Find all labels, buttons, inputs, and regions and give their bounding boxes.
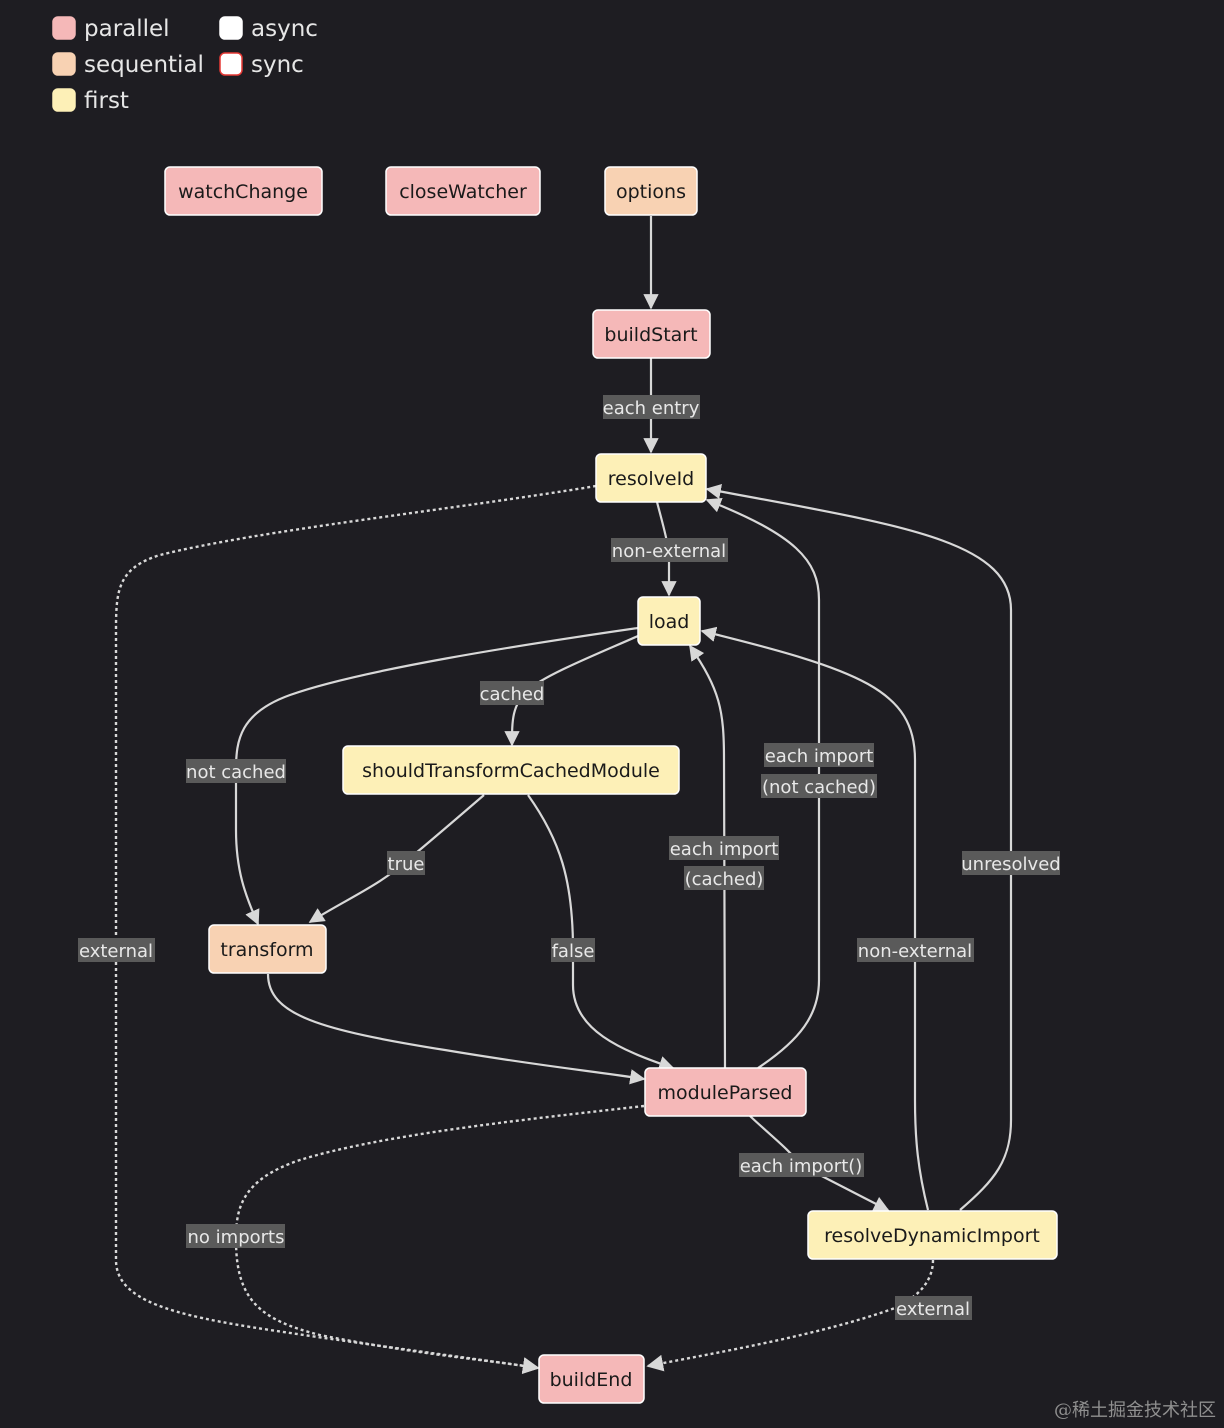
node-box (592, 309, 711, 359)
node-watchchange: watchChange (164, 166, 323, 216)
node-label: load (649, 611, 690, 633)
node-box (164, 166, 323, 216)
legend-label-sequential: sequential (84, 52, 204, 78)
node-box (595, 453, 707, 503)
node-label: moduleParsed (658, 1082, 793, 1104)
node-label: resolveId (608, 468, 694, 490)
node-options: options (604, 166, 698, 216)
edge-label-bg (764, 743, 874, 767)
node-box (208, 924, 327, 974)
node-box (644, 1067, 807, 1117)
node-resolvedynamicimport: resolveDynamicImport (807, 1210, 1058, 1260)
edge-label-bg (962, 851, 1060, 875)
edge-label-bg (480, 681, 544, 705)
node-label: buildStart (604, 324, 697, 346)
edge-label-bg (684, 866, 764, 890)
edge-label-non-external-dynamic: non-external (858, 941, 972, 962)
legend-swatch-first (52, 88, 76, 112)
edge-label-not-cached-paren: (not cached) (762, 777, 876, 798)
node-box (385, 166, 541, 216)
edge-label-no-imports: no imports (188, 1227, 285, 1248)
edge-label-bg (739, 1153, 864, 1177)
edge-shouldtransform-moduleparsed (527, 794, 675, 1071)
edge-load-transform (234, 626, 639, 926)
edge-label-external-resolve: external (79, 941, 153, 962)
edge-label-each-import-cached: each import (670, 839, 779, 860)
watermark: @稀土掘金技术社区 (1054, 1400, 1216, 1421)
legend: parallel sequential first async sync (52, 16, 318, 114)
node-label: options (616, 181, 686, 203)
node-closewatcher: closeWatcher (385, 166, 541, 216)
node-box (604, 166, 698, 216)
edge-resolveid-buildend (114, 484, 597, 1375)
edge-label-bg (611, 538, 728, 562)
legend-label-first: first (84, 88, 129, 114)
node-buildstart: buildStart (592, 309, 711, 359)
edge-moduleparsed-buildend (234, 1104, 645, 1374)
edge-resolvedynamic-load (700, 626, 930, 1211)
edge-label-true: true (388, 854, 425, 875)
node-buildend: buildEnd (538, 1354, 645, 1404)
node-box (637, 596, 701, 646)
edge-resolvedynamic-buildend (646, 1259, 935, 1372)
node-shouldtransformcachedmodule: shouldTransformCachedModule (342, 745, 680, 795)
node-label: shouldTransformCachedModule (362, 760, 660, 782)
nodes: watchChange closeWatcher options buildSt… (164, 166, 1058, 1404)
edge-labels: each entry non-external cached not cache… (78, 395, 1061, 1320)
edge-label-each-dynamic-import: each import() (740, 1156, 863, 1177)
node-box (538, 1354, 645, 1404)
node-label: buildEnd (550, 1369, 633, 1391)
legend-label-async: async (251, 16, 318, 42)
edge-label-bg (78, 938, 155, 962)
edge-label-each-import-not-cached: each import (765, 746, 874, 767)
legend-swatch-sync (219, 52, 243, 76)
legend-swatch-async (219, 16, 243, 40)
edge-label-bg (186, 759, 286, 783)
node-box (807, 1210, 1058, 1260)
edge-label-external-dynamic: external (896, 1299, 970, 1320)
edge-label-cached-paren: (cached) (685, 869, 764, 890)
legend-label-parallel: parallel (84, 16, 170, 42)
edge-transform-moduleparsed (266, 973, 646, 1085)
edge-label-bg (895, 1296, 972, 1320)
node-moduleparsed: moduleParsed (644, 1067, 807, 1117)
edge-label-each-entry: each entry (603, 398, 700, 419)
node-load: load (637, 596, 701, 646)
legend-label-sync: sync (251, 52, 304, 78)
edge-label-cached: cached (480, 684, 545, 705)
node-box (342, 745, 680, 795)
node-label: closeWatcher (399, 181, 527, 203)
edge-resolvedynamic-resolveid (705, 483, 1013, 1211)
edge-label-unresolved: unresolved (961, 854, 1060, 875)
edge-label-not-cached: not cached (186, 762, 286, 783)
node-label: transform (220, 939, 313, 961)
node-resolveid: resolveId (595, 453, 707, 503)
edge-label-bg (669, 836, 779, 860)
edge-label-false: false (552, 941, 595, 962)
node-label: resolveDynamicImport (824, 1225, 1040, 1247)
edge-moduleparsed-load (689, 644, 727, 1069)
node-transform: transform (208, 924, 327, 974)
legend-swatch-sequential (52, 52, 76, 76)
edge-label-bg (603, 395, 700, 419)
legend-swatch-parallel (52, 16, 76, 40)
edge-moduleparsed-resolveid (705, 497, 821, 1069)
edge-label-non-external-resolve: non-external (612, 541, 726, 562)
node-label: watchChange (178, 181, 308, 203)
edge-label-bg (387, 851, 425, 875)
edge-label-bg (761, 774, 877, 798)
edge-label-bg (186, 1224, 285, 1248)
edge-label-bg (857, 938, 974, 962)
edge-label-bg (551, 938, 595, 962)
